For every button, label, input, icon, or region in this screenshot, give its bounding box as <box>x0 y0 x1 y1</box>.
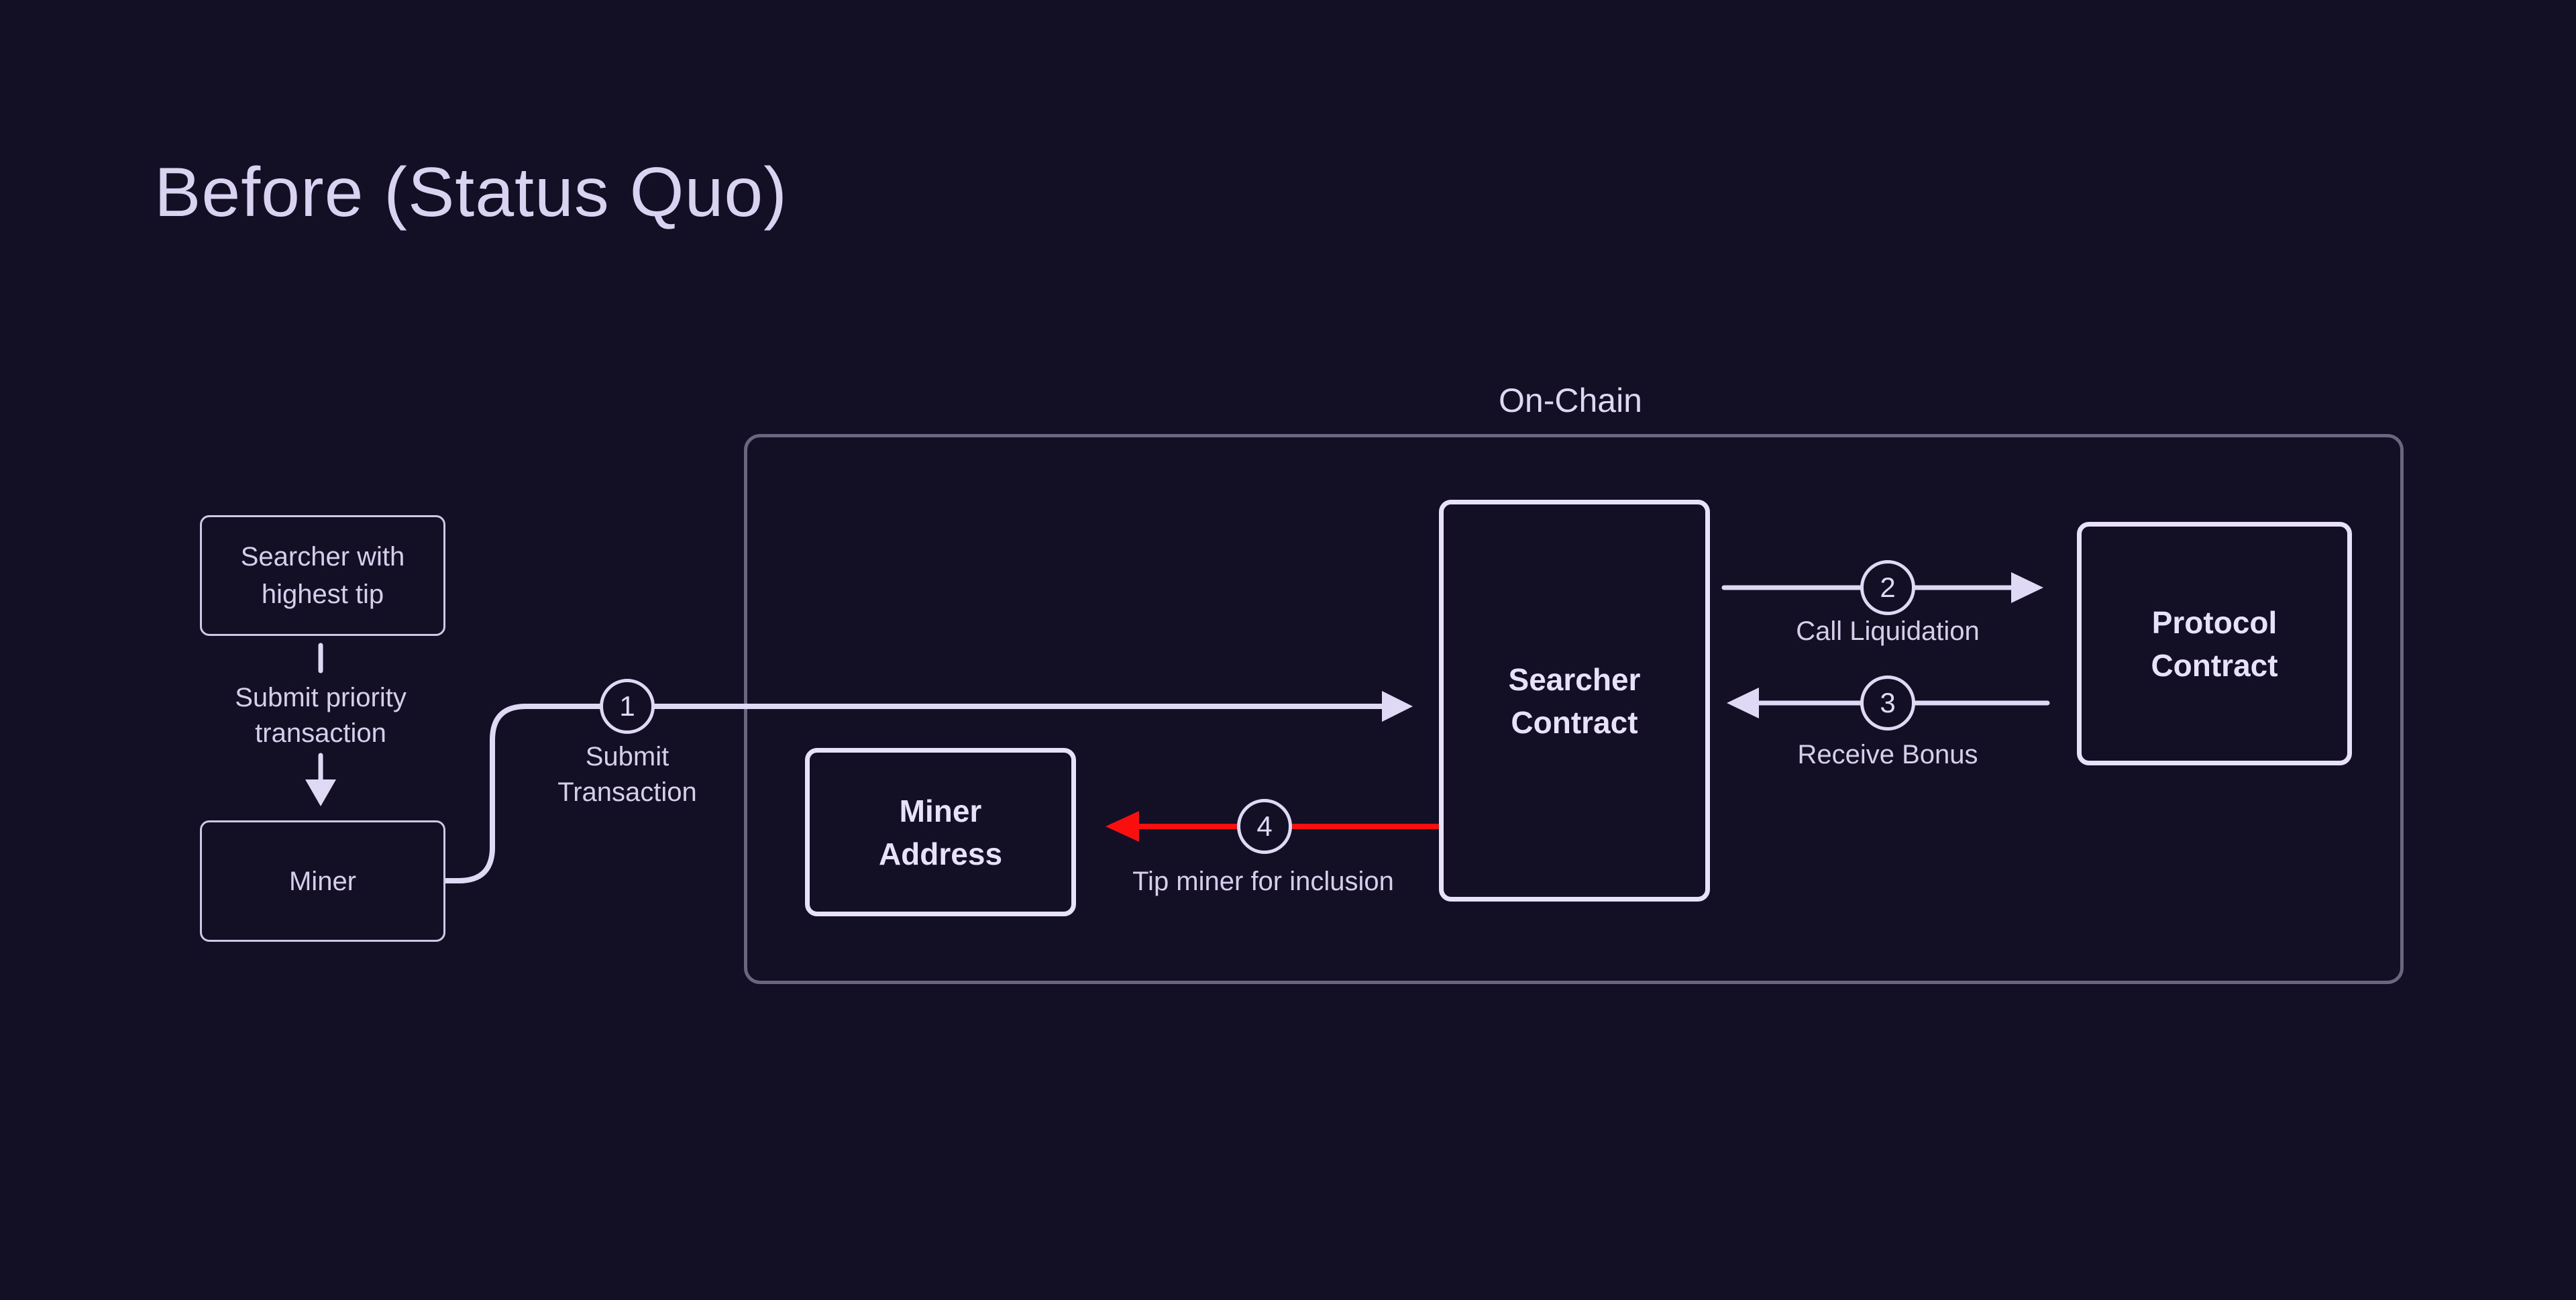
step-4-badge: 4 <box>1237 799 1292 854</box>
receive-bonus-label: Receive Bonus <box>1797 740 1978 769</box>
page-title: Before (Status Quo) <box>154 154 788 231</box>
submit-priority-transaction-label: Submit priority transaction <box>235 683 407 748</box>
step-2-badge: 2 <box>1860 560 1915 615</box>
searcher-with-highest-tip-box: Searcher with highest tip <box>200 515 445 636</box>
protocol-contract-box: Protocol Contract <box>2077 522 2352 765</box>
miner-box: Miner <box>200 820 445 942</box>
miner-label: Miner <box>288 866 357 896</box>
protocol-contract-label: Protocol Contract <box>2151 604 2278 683</box>
onchain-label: On-Chain <box>1499 382 1642 419</box>
searcher-with-highest-tip-label: Searcher with highest tip <box>240 542 405 609</box>
submit-transaction-label: Submit Transaction <box>557 742 697 807</box>
searcher-contract-box: Searcher Contract <box>1439 500 1710 902</box>
miner-address-box: Miner Address <box>805 748 1076 916</box>
submit-transaction-arrow <box>439 691 1413 883</box>
searcher-contract-label: Searcher Contract <box>1508 661 1641 740</box>
miner-address-label: Miner Address <box>878 793 1003 871</box>
submit-priority-edge <box>305 643 336 806</box>
step-3-badge: 3 <box>1860 675 1915 730</box>
step-1-badge: 1 <box>600 679 655 734</box>
tip-miner-for-inclusion-label: Tip miner for inclusion <box>1132 867 1394 896</box>
call-liquidation-label: Call Liquidation <box>1796 616 1980 646</box>
